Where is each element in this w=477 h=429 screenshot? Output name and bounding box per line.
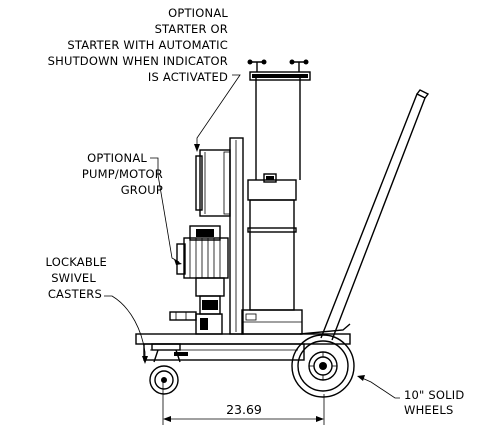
- starter-callout-line-1: OPTIONAL: [168, 6, 228, 20]
- casters-leader-line: [104, 295, 146, 360]
- pump-motor-leader-arrow: [174, 259, 182, 265]
- pump-motor-group: [169, 225, 229, 335]
- inlet-fitting: [169, 311, 197, 321]
- pump-body: [195, 277, 225, 297]
- indicator: [263, 173, 277, 183]
- pump-motor-callout-line-1: OPTIONAL: [87, 151, 147, 165]
- caster-wheel: [149, 365, 179, 395]
- solid-wheel: [291, 334, 355, 398]
- wheels-callout: 10" SOLID WHEELS: [357, 375, 464, 417]
- starter-box: [195, 149, 231, 217]
- starter-callout-line-2: STARTER OR: [155, 22, 228, 36]
- motor-end-cap: [176, 243, 186, 275]
- wheel-tire: [291, 334, 355, 398]
- pump-motor-callout: OPTIONAL PUMP/MOTOR GROUP: [82, 151, 182, 265]
- casters-callout-line-3: CASTERS: [48, 287, 102, 301]
- terminal-box: [189, 225, 221, 241]
- base-rail-lower: [143, 343, 305, 361]
- t-handle-right: [292, 61, 306, 72]
- pump-motor-leader-line: [150, 157, 180, 263]
- t-handle-left: [250, 61, 264, 72]
- handle-brace: [299, 323, 351, 335]
- casters-callout-line-2: SWIVEL: [51, 271, 96, 285]
- cart-frame: [135, 89, 430, 361]
- wheelbase-value: 23.69: [226, 402, 262, 417]
- starter-leader-line: [196, 74, 241, 148]
- dimension-arrow-right: [316, 416, 324, 422]
- pump-coupling: [195, 313, 223, 335]
- mounting-plate: [229, 137, 244, 335]
- casters-callout-line-1: LOCKABLE: [46, 255, 107, 269]
- wheelbase-dimension: 23.69: [162, 380, 325, 425]
- wheels-callout-line-2: WHEELS: [404, 403, 453, 417]
- starter-callout-line-3: STARTER WITH AUTOMATIC: [67, 38, 228, 52]
- push-handle: [320, 93, 426, 341]
- wheels-callout-line-1: 10" SOLID: [404, 388, 464, 402]
- starter-leader-arrow: [194, 144, 200, 152]
- filter-bowl: [249, 199, 295, 311]
- pump-motor-callout-line-3: GROUP: [121, 183, 163, 197]
- top-crossbar: [249, 71, 311, 81]
- starter-callout-line-5: IS ACTIVATED: [148, 70, 228, 84]
- dimension-arrow-left: [163, 416, 171, 422]
- wheels-leader-line: [361, 377, 400, 399]
- motor-body: [183, 237, 229, 279]
- lockable-swivel-caster: [149, 343, 188, 395]
- wheel-hub: [319, 362, 327, 370]
- starter-callout-line-4: SHUTDOWN WHEN INDICATOR: [48, 54, 228, 68]
- filter-assembly: [241, 59, 311, 335]
- starter-callout: OPTIONAL STARTER OR STARTER WITH AUTOMAT…: [48, 6, 241, 152]
- filter-head: [247, 179, 297, 201]
- pump-motor-callout-line-2: PUMP/MOTOR: [82, 167, 163, 181]
- wheels-leader-arrow: [357, 375, 365, 381]
- casters-callout: LOCKABLE SWIVEL CASTERS: [46, 255, 148, 364]
